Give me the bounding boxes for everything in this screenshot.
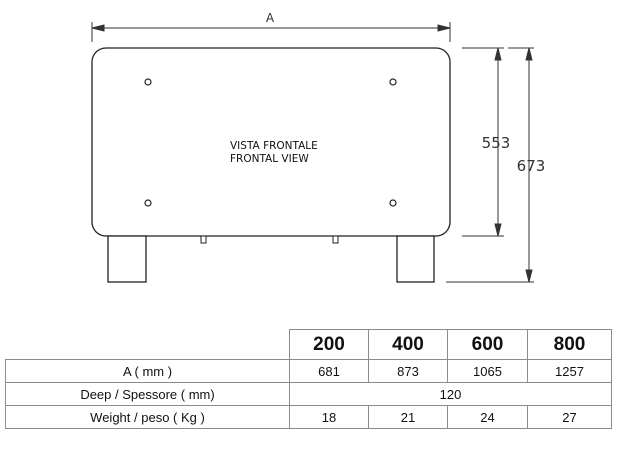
model-header: 800 (527, 329, 612, 360)
table-row: Weight / peso ( Kg ) 18 21 24 27 (5, 405, 612, 429)
dimension-a-label: A (266, 11, 275, 25)
dimension-a (91, 22, 451, 42)
table-cell: 21 (368, 405, 448, 429)
table-header-row: 200 400 600 800 (5, 329, 612, 360)
model-header: 200 (289, 329, 369, 360)
table-cell: 1065 (447, 359, 528, 383)
row-label-deep: Deep / Spessore ( mm) (5, 382, 290, 406)
table-cell-merged: 120 (289, 382, 612, 406)
connector (332, 235, 339, 244)
dimension-673-label: 673 (517, 157, 546, 175)
left-foot (107, 235, 147, 283)
table-row: Deep / Spessore ( mm) 120 (5, 382, 612, 406)
header-blank-cell (5, 329, 290, 360)
table-cell: 27 (527, 405, 612, 429)
front-view-drawing: A VISTA FRONTALE FRONTAL VIEW 553 (91, 11, 546, 283)
radiator-body (91, 47, 451, 237)
table-cell: 1257 (527, 359, 612, 383)
table-row: A ( mm ) 681 873 1065 1257 (5, 359, 612, 383)
table-cell: 873 (368, 359, 448, 383)
model-header: 600 (447, 329, 528, 360)
table-cell: 18 (289, 405, 369, 429)
table-cell: 24 (447, 405, 528, 429)
dimension-673 (446, 47, 534, 283)
model-header: 400 (368, 329, 448, 360)
mounting-hole (144, 78, 152, 86)
spec-table: 200 400 600 800 A ( mm ) 681 873 1065 12… (5, 329, 612, 429)
connector (200, 235, 207, 244)
table-cell: 681 (289, 359, 369, 383)
dimension-553 (462, 47, 504, 237)
mounting-hole (144, 199, 152, 207)
mounting-hole (389, 78, 397, 86)
row-label-weight: Weight / peso ( Kg ) (5, 405, 290, 429)
view-label-line1: VISTA FRONTALE (230, 140, 318, 152)
dimension-553-label: 553 (482, 134, 511, 152)
mounting-hole (389, 199, 397, 207)
row-label-a: A ( mm ) (5, 359, 290, 383)
right-foot (396, 235, 435, 283)
view-label-line2: FRONTAL VIEW (230, 153, 309, 165)
